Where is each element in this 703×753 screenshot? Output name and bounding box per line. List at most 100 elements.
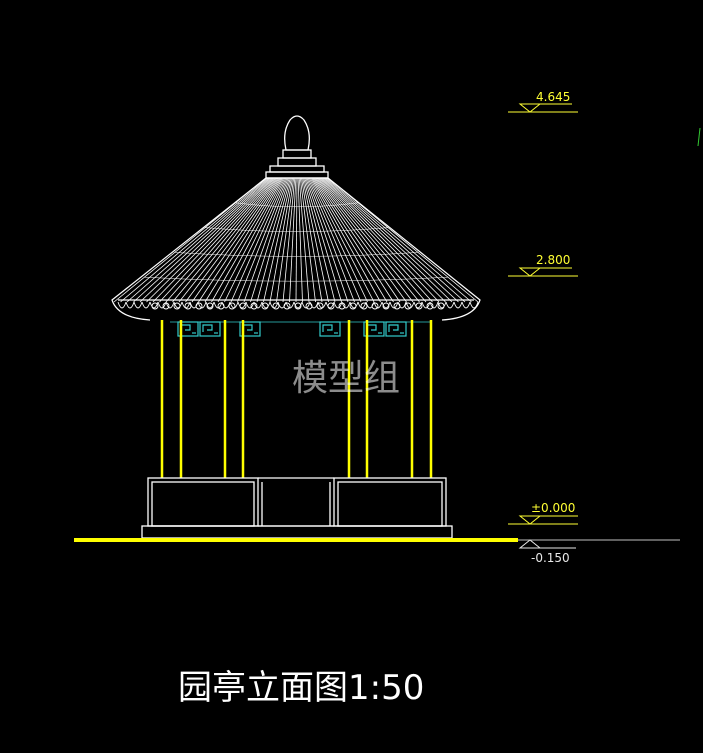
eave-scallop — [165, 301, 175, 309]
roof-rafter-line — [324, 177, 459, 303]
eave-scallop — [253, 301, 263, 309]
roof-rafter-line — [133, 177, 270, 303]
roof-rafter-line — [250, 177, 290, 303]
roof-rafter-line — [191, 177, 280, 303]
roof-rafter-line — [256, 177, 291, 303]
roof-rafter-line — [152, 177, 273, 303]
eave-tile-end — [349, 302, 357, 310]
roof-rafter-line — [139, 177, 271, 303]
eave-scallop — [421, 301, 431, 309]
roof-rafter-line — [185, 177, 279, 303]
eave-tile-end — [327, 302, 335, 310]
eave-tile-end — [360, 302, 368, 310]
elevation-mark-2800 — [508, 267, 578, 277]
eave-tile-end — [195, 302, 203, 310]
roof-rafter-line — [309, 177, 375, 303]
eave-tile-end — [217, 302, 225, 310]
elevation-mark-4645 — [508, 103, 578, 113]
eave-tile-end — [184, 302, 192, 310]
roof-rafter-line — [263, 177, 292, 303]
eave-scallop — [333, 301, 343, 309]
roof-rafter-line — [243, 177, 289, 303]
eave-scallop — [245, 301, 255, 309]
roof-rafter-line — [146, 177, 272, 303]
eave-tile-end — [393, 302, 401, 310]
bracket-fret — [366, 324, 377, 332]
eave-tile-end — [338, 302, 346, 310]
eave-scallop — [469, 301, 479, 309]
eave-scallop — [197, 301, 207, 309]
eave-tile-end — [437, 302, 445, 310]
roof-rafter-lines — [113, 177, 479, 303]
eave-tile-end — [162, 302, 170, 310]
elevation-label-minus0150: -0.150 — [531, 551, 570, 565]
eave-scallop — [373, 301, 383, 309]
pavilion-columns — [160, 320, 433, 478]
eave-scallop — [125, 301, 135, 309]
eave-scallop — [141, 301, 151, 309]
roof-rafter-line — [126, 177, 269, 303]
eave-scallop — [157, 301, 167, 309]
eave-tile-end — [151, 302, 159, 310]
eave-scallop — [293, 301, 303, 309]
roof-rafter-line — [319, 177, 433, 303]
roof-rafter-line — [306, 177, 355, 303]
roof-rafter-line — [159, 177, 275, 303]
roof-rafter-line — [322, 177, 446, 303]
elevation-mark-0000 — [508, 515, 578, 525]
elevation-label-2800: 2.800 — [536, 253, 570, 267]
elevation-mark-minus0150 — [518, 539, 576, 549]
eave-scallop — [117, 301, 127, 309]
eave-scallop — [453, 301, 463, 309]
roof-rafter-line — [313, 177, 394, 303]
roof-rafter-line — [321, 177, 440, 303]
eave-tile-end — [415, 302, 423, 310]
bracket-fret — [322, 324, 333, 332]
roof-purlin-curve — [174, 252, 419, 257]
roof-rafter-line — [172, 177, 277, 303]
eave-scallop — [341, 301, 351, 309]
roof-rafter-line — [204, 177, 282, 303]
eave-scallop — [213, 301, 223, 309]
pavilion-base — [141, 477, 453, 539]
eave-tile-end — [382, 302, 390, 310]
roof-rafter-line — [230, 177, 287, 303]
roof-rafter-line — [317, 177, 420, 303]
roof-rafter-line — [237, 177, 288, 303]
eave-scallop — [133, 301, 143, 309]
roof-rafter-line — [323, 177, 453, 303]
roof-rafter-line — [312, 177, 388, 303]
roof-rafter-line — [314, 177, 401, 303]
eave-scallop — [389, 301, 399, 309]
roof-finial — [265, 115, 329, 179]
roof-rafter-line — [178, 177, 278, 303]
eave-scallop — [381, 301, 391, 309]
eave-tile-end — [426, 302, 434, 310]
roof-rafter-line — [165, 177, 276, 303]
eave-scallop — [461, 301, 471, 309]
eave-tile-end — [272, 302, 280, 310]
eave-tile-end — [316, 302, 324, 310]
bracket-ornaments — [170, 321, 430, 337]
eave-tile-end — [371, 302, 379, 310]
eave-tile-end — [305, 302, 313, 310]
roof-rafter-line — [295, 177, 298, 303]
roof-rafter-line — [315, 177, 407, 303]
roof-purlin-curve — [205, 227, 389, 232]
roof-rafter-line — [217, 177, 285, 303]
roof-rafter-line — [224, 177, 286, 303]
roof-purlin-curve — [144, 276, 449, 282]
roof-rafter-line — [307, 177, 362, 303]
roof-rafter-line — [311, 177, 381, 303]
bracket-fret — [202, 324, 213, 332]
roof-rafter-line — [302, 177, 329, 303]
eave-scallop — [429, 301, 439, 309]
drawing-title: 园亭立面图1:50 — [178, 668, 424, 708]
roof-rafter-line — [308, 177, 368, 303]
elevation-label-4645: 4.645 — [536, 90, 570, 104]
eave-scallop — [445, 301, 455, 309]
roof-eave-scallops — [117, 301, 479, 310]
eave-scallop — [285, 301, 295, 309]
eave-tile-end — [228, 302, 236, 310]
